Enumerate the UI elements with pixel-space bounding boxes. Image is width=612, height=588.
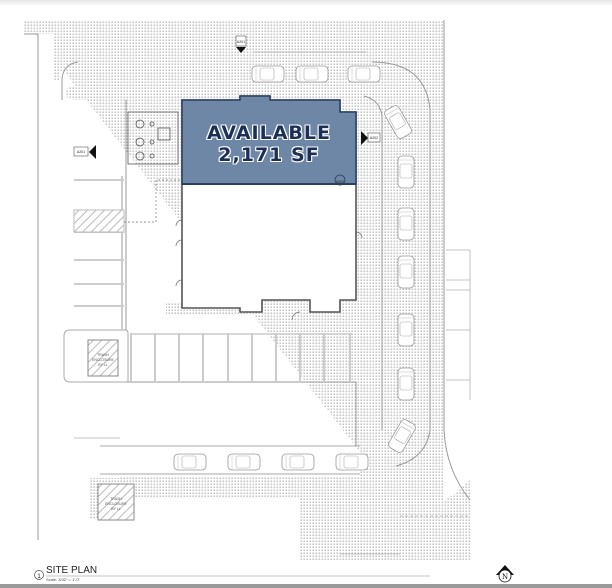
svg-text:BY LL: BY LL xyxy=(111,507,121,511)
trash-enclosure-top xyxy=(87,339,119,377)
available-space xyxy=(181,95,357,185)
north-arrow-icon: N xyxy=(496,565,514,583)
svg-text:A201: A201 xyxy=(237,40,245,44)
svg-text:BY LL: BY LL xyxy=(98,363,108,367)
svg-text:A201: A201 xyxy=(77,150,85,154)
drawing-scale: Scale: 3/32" = 1'-0" xyxy=(46,577,80,582)
drawing-number-bubble xyxy=(34,570,44,580)
accessible-aisle-hatch xyxy=(73,209,125,233)
trash-enclosure-bottom xyxy=(97,483,135,521)
svg-text:N: N xyxy=(502,573,508,581)
svg-text:TRASH: TRASH xyxy=(110,497,122,501)
left-parking-stalls xyxy=(74,176,124,330)
svg-text:A202: A202 xyxy=(370,136,378,140)
dimension-lines xyxy=(74,51,471,555)
page-bottom-edge xyxy=(0,584,612,588)
patio-seating xyxy=(127,111,179,165)
svg-text:A003: A003 xyxy=(336,180,344,184)
svg-text:TRASH: TRASH xyxy=(97,353,109,357)
section-markers xyxy=(73,35,381,186)
utility-line xyxy=(124,179,180,223)
svg-text:1: 1 xyxy=(37,574,41,580)
drawing-title: SITE PLAN xyxy=(46,565,98,576)
svg-text:ENCLOSURE: ENCLOSURE xyxy=(92,358,114,362)
door-swings xyxy=(175,219,363,321)
bottom-parking-stalls xyxy=(130,333,352,382)
page-top-edge xyxy=(0,0,612,6)
svg-text:ENCLOSURE: ENCLOSURE xyxy=(105,502,127,506)
